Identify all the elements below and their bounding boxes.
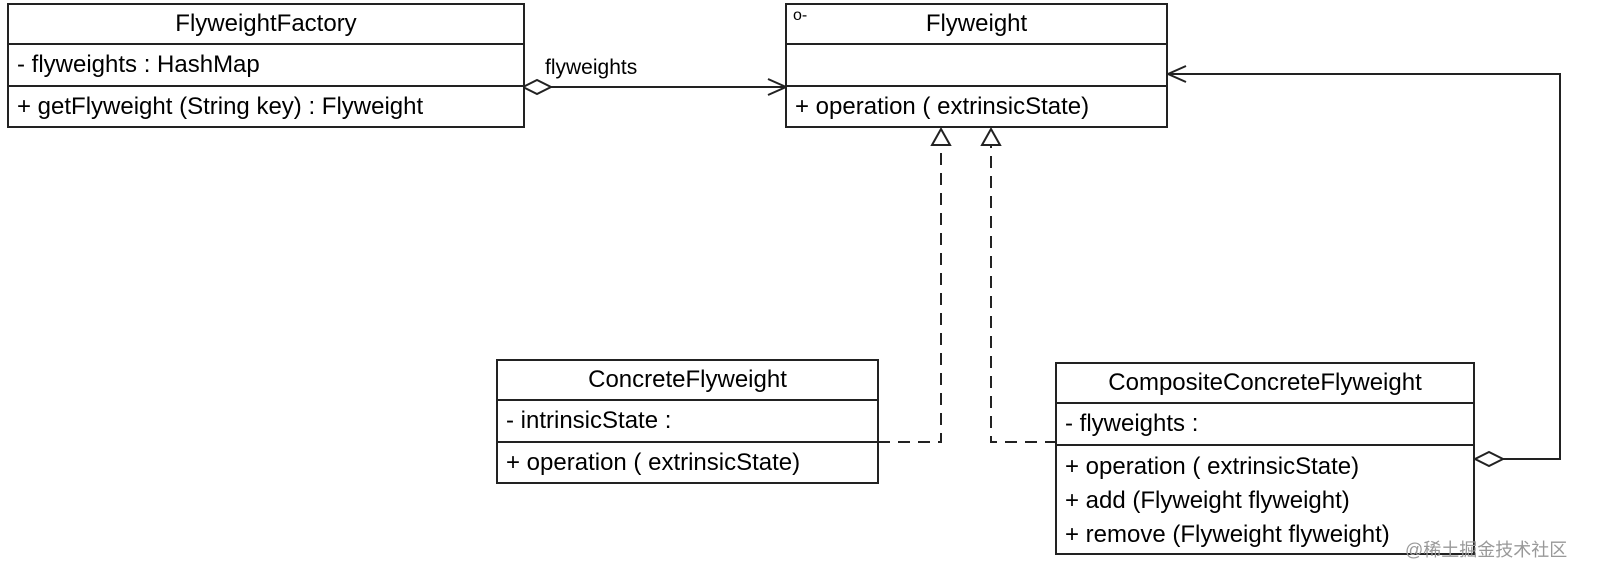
factory-aggregation-connector <box>520 78 789 96</box>
attributes-section: - intrinsicState : <box>498 401 877 443</box>
composite-aggregation-connector <box>1165 65 1561 468</box>
attributes-section: - flyweights : <box>1057 404 1473 446</box>
attributes-section <box>787 45 1166 87</box>
aggregation-diamond-icon <box>520 78 554 96</box>
operations-section: + operation ( extrinsicState) <box>498 443 877 480</box>
attribute: - flyweights : HashMap <box>17 51 260 78</box>
operations-section: + operation ( extrinsicState) <box>787 87 1166 124</box>
open-arrowhead-icon <box>1165 65 1187 83</box>
aggregation-diamond-icon <box>1472 450 1506 468</box>
hollow-triangle-icon <box>930 126 952 146</box>
operation: + add (Flyweight flyweight) <box>1065 487 1350 514</box>
operation: + operation ( extrinsicState) <box>795 93 1090 120</box>
operation: + getFlyweight (String key) : Flyweight <box>17 93 424 120</box>
class-name-text: Flyweight <box>925 10 1028 37</box>
operation: + operation ( extrinsicState) <box>1065 453 1360 480</box>
interface-flyweight[interactable]: o- Flyweight + operation ( extrinsicStat… <box>785 3 1168 128</box>
class-name: FlyweightFactory <box>9 5 523 45</box>
attributes-section: - flyweights : HashMap <box>9 45 523 87</box>
class-name: CompositeConcreteFlyweight <box>1057 364 1473 404</box>
watermark: @稀土掘金技术社区 <box>1405 540 1568 560</box>
operation: + remove (Flyweight flyweight) <box>1065 521 1390 548</box>
class-name: o- Flyweight <box>787 5 1166 45</box>
association-label-flyweights: flyweights <box>545 56 638 79</box>
composite-realization-connector <box>980 126 1057 443</box>
operations-section: + getFlyweight (String key) : Flyweight <box>9 87 523 124</box>
class-name: ConcreteFlyweight <box>498 361 877 401</box>
hollow-triangle-icon <box>980 126 1002 146</box>
concrete-realization-connector <box>878 126 952 443</box>
operations-section: + operation ( extrinsicState) + add (Fly… <box>1057 446 1473 552</box>
class-flyweight-factory[interactable]: FlyweightFactory - flyweights : HashMap … <box>7 3 525 128</box>
interface-icon: o- <box>793 7 808 24</box>
attribute: - intrinsicState : <box>506 407 672 434</box>
attribute: - flyweights : <box>1065 410 1199 437</box>
class-concrete-flyweight[interactable]: ConcreteFlyweight - intrinsicState : + o… <box>496 359 879 484</box>
operation: + operation ( extrinsicState) <box>506 449 801 476</box>
class-composite-concrete-flyweight[interactable]: CompositeConcreteFlyweight - flyweights … <box>1055 362 1475 555</box>
